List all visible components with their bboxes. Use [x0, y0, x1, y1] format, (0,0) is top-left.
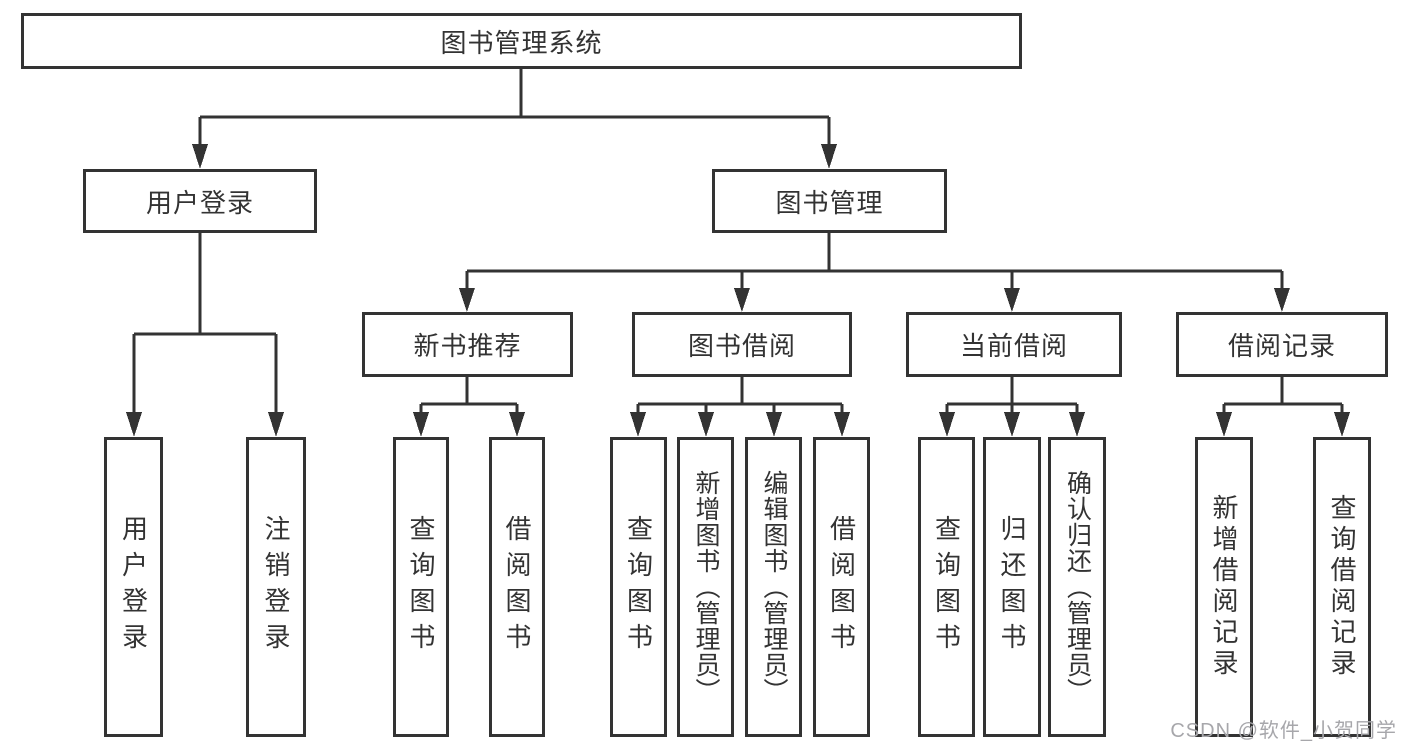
connector-user-login-to-leaves [126, 233, 284, 437]
node-leaf-query-book-rec: 查询图书 [393, 437, 449, 737]
node-leaf-borrow-book-bb: 借阅图书 [813, 437, 870, 737]
connector-borrow-record-to-leaves [1216, 377, 1350, 437]
node-leaf-borrow-book-rec: 借阅图书 [489, 437, 545, 737]
node-user-login-label: 用户登录 [145, 187, 254, 218]
node-borrowing-records: 借阅记录 [1176, 312, 1388, 377]
node-book-management-label: 图书管理 [775, 187, 884, 218]
node-current-borrowing: 当前借阅 [906, 312, 1122, 377]
connector-book-borrow-to-leaves [630, 377, 850, 437]
node-leaf-logout: 注销登录 [246, 437, 306, 737]
node-leaf-edit-book-admin: 编辑图书（管理员） [745, 437, 802, 737]
node-borrowing-records-label: 借阅记录 [1227, 331, 1336, 361]
node-leaf-add-book-admin: 新增图书（管理员） [677, 437, 734, 737]
node-current-borrowing-label: 当前借阅 [959, 331, 1068, 361]
node-user-login: 用户登录 [83, 169, 317, 233]
node-leaf-query-book-cb: 查询图书 [918, 437, 975, 737]
connector-book-mgmt-to-level3 [459, 233, 1290, 312]
node-leaf-query-book-bb: 查询图书 [610, 437, 667, 737]
node-leaf-query-borrow-record: 查询借阅记录 [1313, 437, 1371, 737]
connector-root-to-level2 [192, 69, 837, 169]
node-new-book-recommend-label: 新书推荐 [413, 331, 522, 361]
node-book-management: 图书管理 [712, 169, 947, 233]
node-leaf-return-book: 归还图书 [983, 437, 1041, 737]
node-leaf-user-login: 用户登录 [104, 437, 163, 737]
node-book-borrowing: 图书借阅 [632, 312, 852, 377]
csdn-watermark: CSDN @软件_小贺同学 [1170, 720, 1397, 742]
connector-current-borrow-to-leaves [939, 377, 1085, 437]
connector-new-book-rec-to-leaves [413, 377, 525, 437]
node-root-label: 图书管理系统 [440, 27, 603, 58]
node-new-book-recommend: 新书推荐 [362, 312, 573, 377]
node-book-borrowing-label: 图书借阅 [687, 331, 796, 361]
node-root-system: 图书管理系统 [21, 13, 1022, 69]
node-leaf-confirm-return-admin: 确认归还（管理员） [1048, 437, 1106, 737]
node-leaf-add-borrow-record: 新增借阅记录 [1195, 437, 1253, 737]
